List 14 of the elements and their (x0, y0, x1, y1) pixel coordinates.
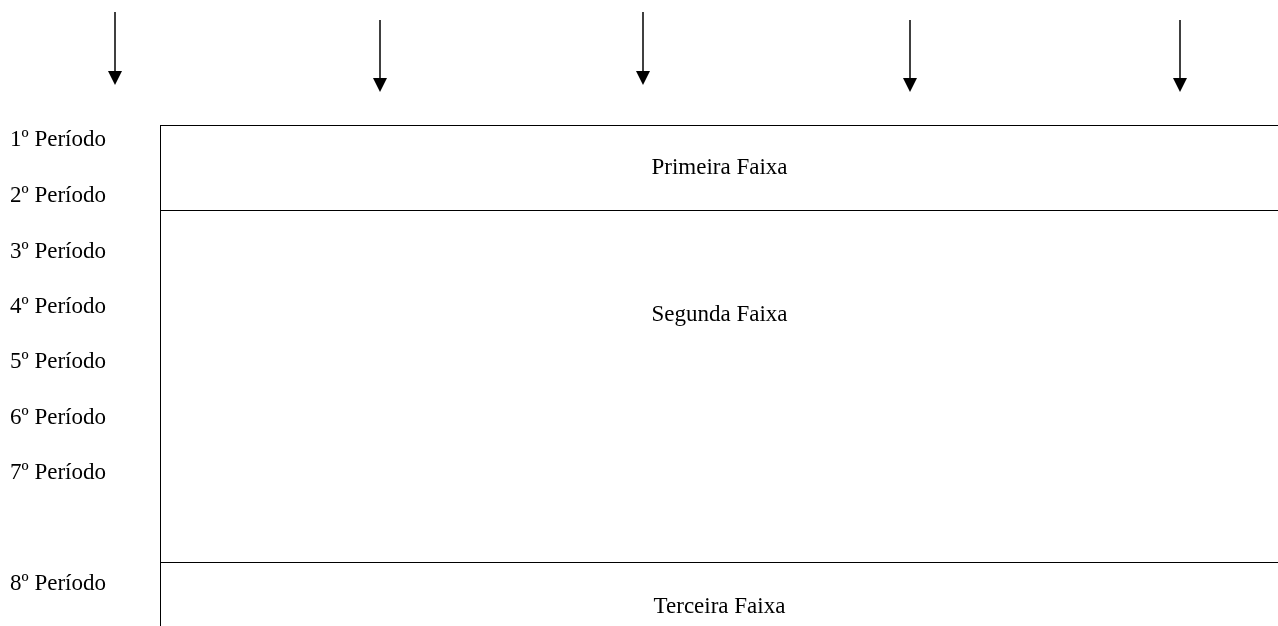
period-label: 7º Período (10, 459, 106, 485)
period-label: 1º Período (10, 126, 106, 152)
band-title: Segunda Faixa (650, 301, 789, 327)
period-label: 3º Período (10, 238, 106, 264)
period-label: 5º Período (10, 348, 106, 374)
period-label: 8º Período (10, 570, 106, 596)
band-row (160, 562, 1278, 626)
band-title: Primeira Faixa (650, 154, 789, 180)
period-label: 4º Período (10, 293, 106, 319)
band-title: Terceira Faixa (652, 593, 787, 619)
band-row (160, 125, 1278, 210)
period-label: 2º Período (10, 182, 106, 208)
period-label: 6º Período (10, 404, 106, 430)
band-row (160, 210, 1278, 562)
